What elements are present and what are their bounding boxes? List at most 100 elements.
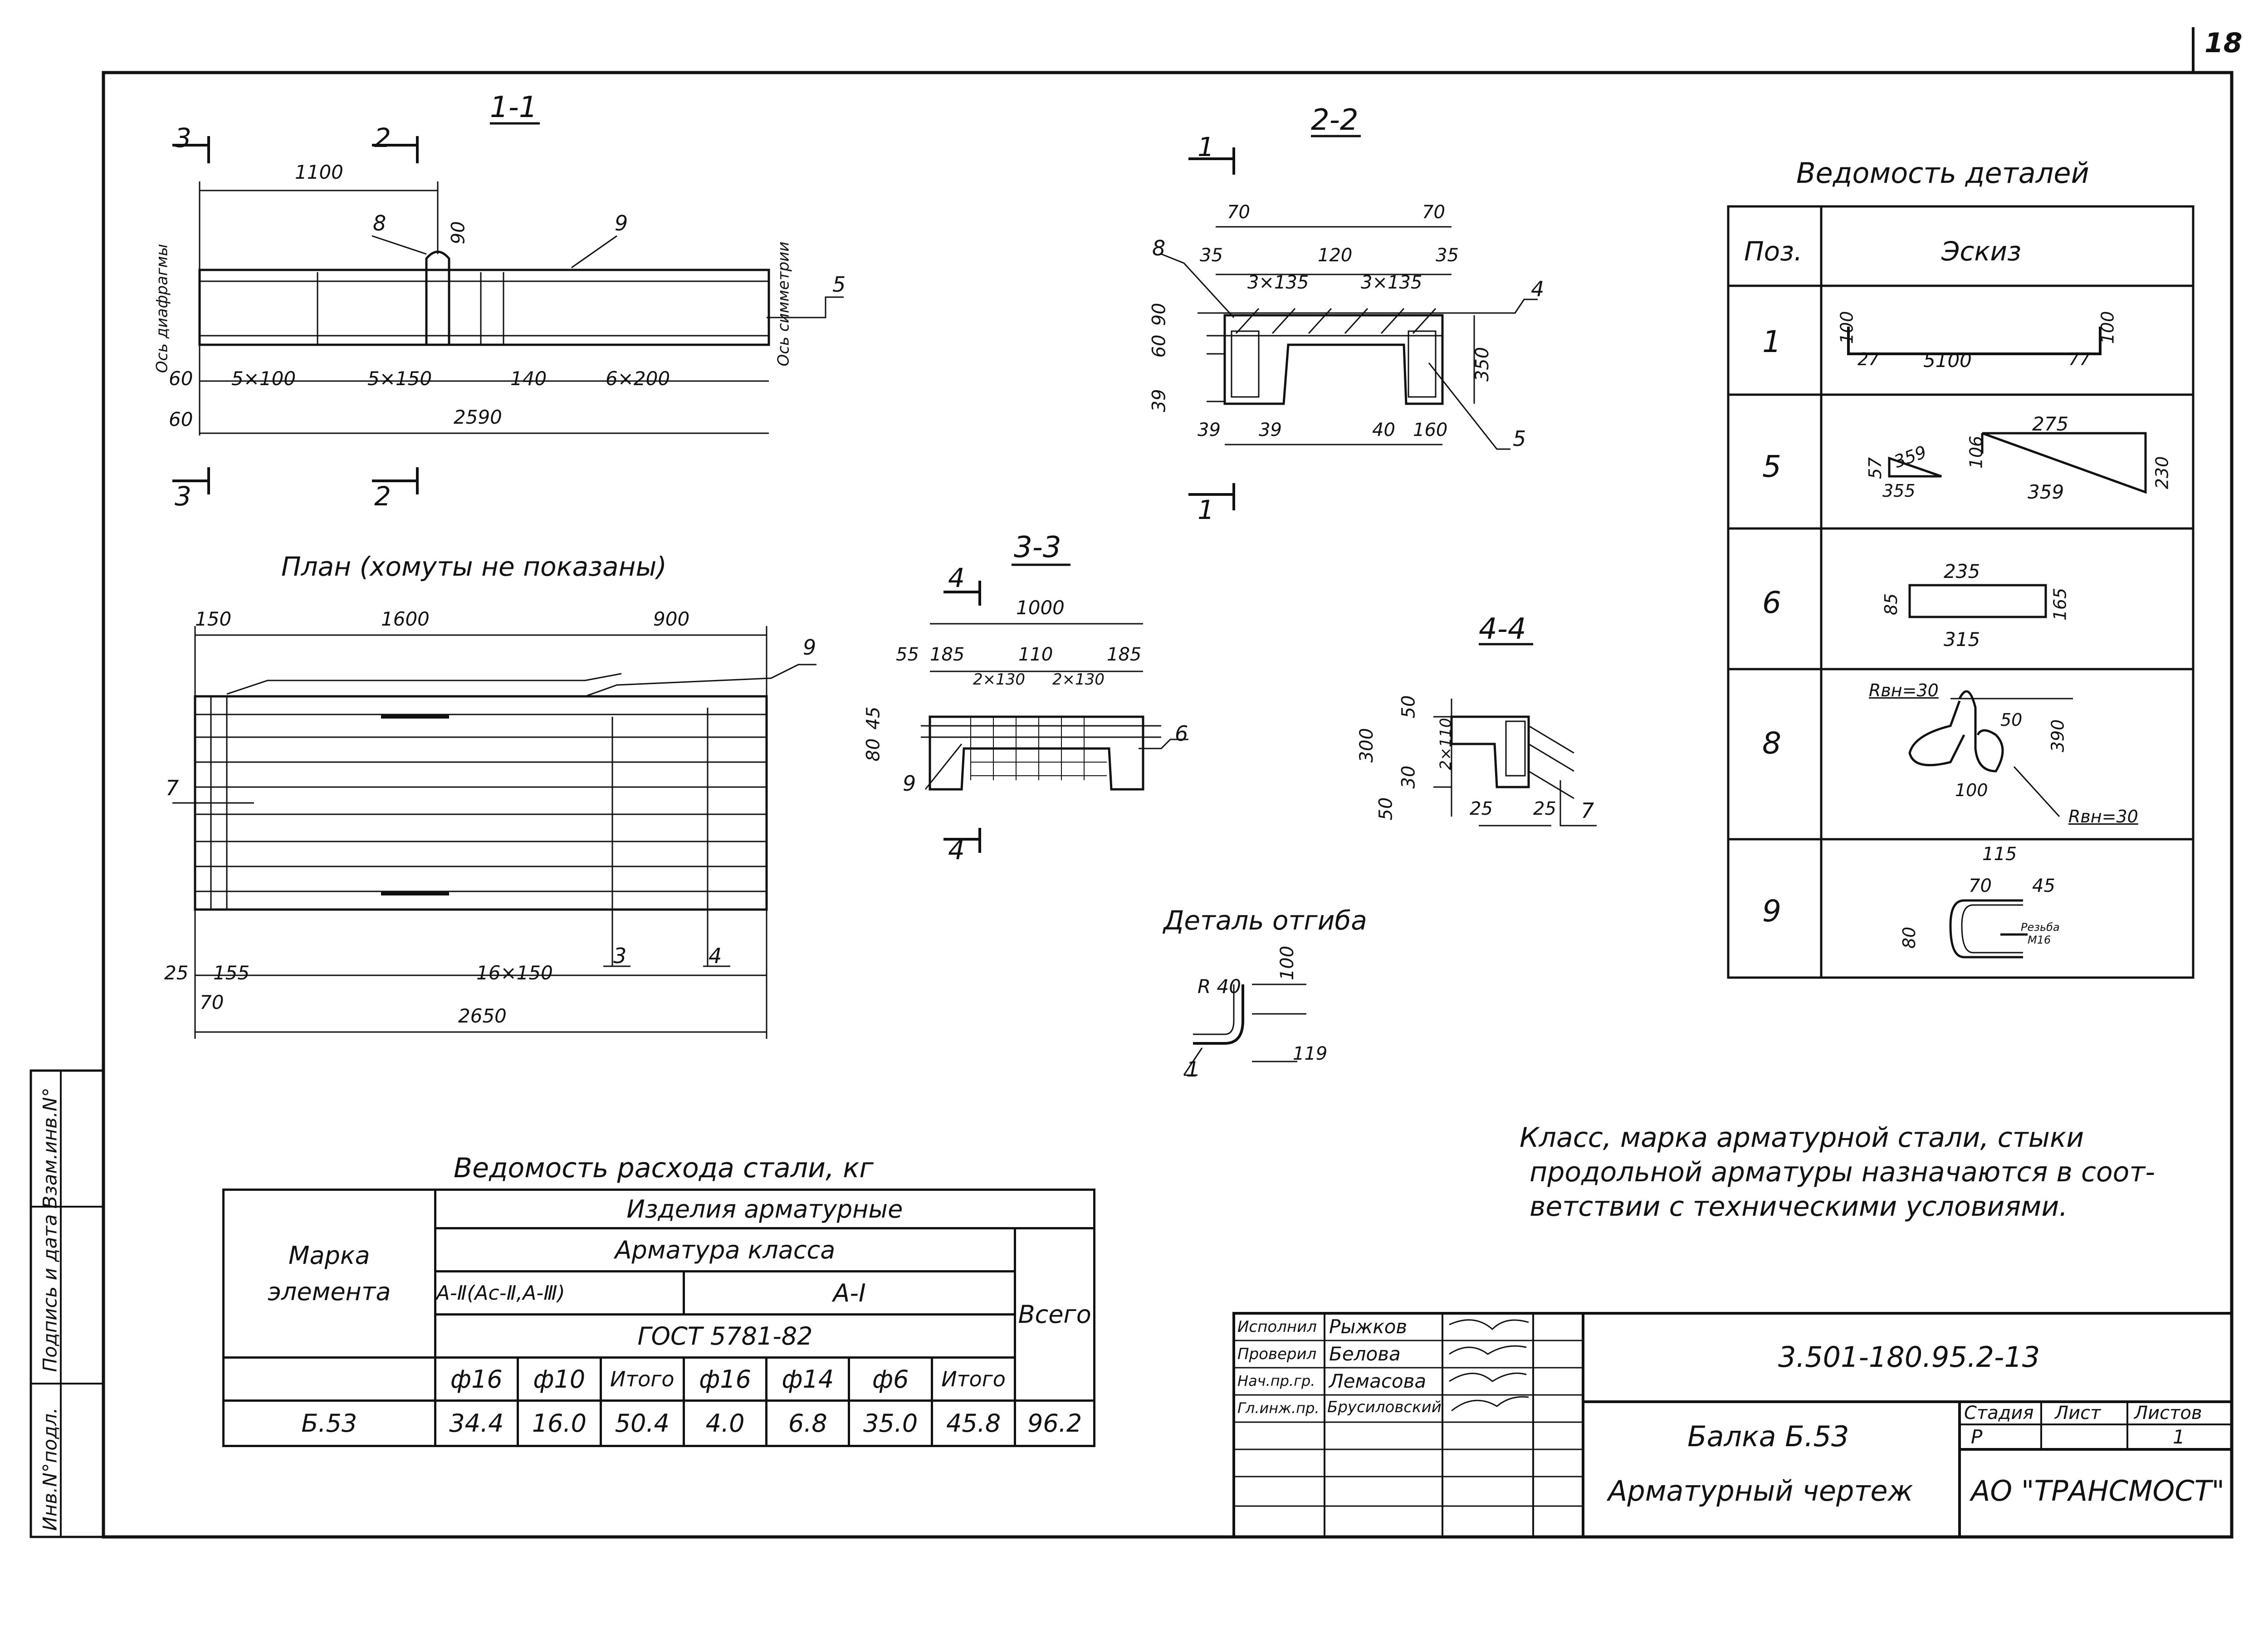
steel-col: ф16	[682, 1356, 768, 1402]
leader-label: 1	[1186, 1057, 1200, 1081]
leader-label: 8	[1152, 236, 1166, 260]
leader-label: 4	[709, 944, 722, 968]
section-1-1-title: 1-1	[490, 91, 538, 124]
detail-pos: 5	[1762, 449, 1781, 484]
dim-label: 3×135	[1361, 272, 1422, 293]
cut-label: 2	[374, 481, 391, 512]
steel-row-mark: Б.53	[222, 1399, 436, 1447]
steel-col: ф6	[848, 1356, 933, 1402]
sheet-number: 18	[2204, 27, 2243, 59]
leader-label: 9	[615, 211, 628, 235]
cut-label: 4	[948, 563, 965, 593]
stamp-name: Белова	[1329, 1343, 1401, 1365]
details-title: Ведомость деталей	[1796, 157, 2089, 190]
leader-label: 4	[1531, 277, 1545, 301]
section-3-3-title: 3-3	[1014, 531, 1061, 564]
detail-pos: 9	[1762, 894, 1781, 929]
dim-label: 40	[1372, 420, 1395, 440]
dim-label: 155	[213, 962, 250, 984]
leader-label: 7	[1581, 798, 1594, 823]
steel-group-header: Изделия арматурные	[434, 1189, 1096, 1229]
dim-label: 2650	[458, 1005, 507, 1027]
note: Класс, марка арматурной стали, стыки про…	[1520, 1120, 2155, 1224]
dim-label: 77	[2068, 349, 2091, 369]
sheets-header: Листов	[2134, 1403, 2202, 1424]
dim-label: 185	[1107, 644, 1142, 665]
dim-label: 25	[1470, 798, 1493, 819]
leader-label: 7	[166, 776, 179, 800]
dim-label: 2590	[454, 406, 502, 428]
stage-header: Стадия	[1964, 1403, 2034, 1424]
steel-total: 96.2	[1014, 1399, 1095, 1447]
dim-label: 3×135	[1247, 272, 1309, 293]
stage-value: Р	[1971, 1426, 1983, 1448]
note-line: ветствии с техническими условиями.	[1530, 1191, 2068, 1223]
doc-code: 3.501-180.95.2-13	[1778, 1340, 2040, 1374]
steel-col: ф16	[434, 1356, 519, 1402]
dim-label: 355	[1882, 481, 1916, 501]
dim-label: Rвн=30	[2068, 807, 2138, 827]
steel-col: ф10	[517, 1356, 602, 1402]
dim-label: 1600	[381, 608, 430, 630]
sheets-value: 1	[2173, 1426, 2185, 1448]
leader-label: 3	[613, 944, 627, 968]
cut-label: 1	[1198, 494, 1214, 525]
dim-label: 160	[1413, 420, 1448, 440]
stamp-role: Проверил	[1237, 1345, 1317, 1363]
bend-title: Деталь отгиба	[1163, 905, 1367, 936]
dim-label: 6×200	[606, 367, 670, 390]
steel-col: Итого	[930, 1356, 1017, 1402]
stamp-role: Исполнил	[1237, 1318, 1317, 1336]
dim-label: М16	[2028, 934, 2051, 946]
dim-label: 39	[1198, 420, 1221, 440]
steel-col: Итого	[599, 1356, 685, 1402]
dim-label: 25	[1533, 798, 1556, 819]
dim-label: 2×130	[1052, 670, 1105, 689]
dim-label: 45	[2032, 876, 2055, 896]
section-4-4-title: 4-4	[1479, 612, 1526, 646]
cut-label: 1	[1198, 132, 1214, 162]
stamp-role: Нач.пр.гр.	[1237, 1372, 1315, 1389]
note-line: Класс, марка арматурной стали, стыки	[1520, 1122, 2084, 1154]
leader-label: 6	[1175, 721, 1188, 746]
cut-label: 3	[175, 481, 191, 512]
dim-label: Резьба	[2021, 921, 2060, 934]
steel-title: Ведомость расхода стали, кг	[454, 1152, 874, 1184]
dim-label: 5×100	[231, 367, 296, 390]
dim-label: 100	[1955, 780, 1988, 800]
steel-class-a1: А-Ⅰ	[682, 1270, 1017, 1316]
dim-label: 35	[1436, 245, 1459, 266]
steel-mark-header: Марка элемента	[222, 1189, 436, 1359]
detail-pos: 8	[1762, 726, 1781, 761]
dim-label: 235	[1944, 560, 1980, 582]
leader-label: 5	[832, 272, 846, 297]
dim-label: 60	[169, 367, 193, 390]
dim-label: 359	[2028, 481, 2064, 503]
dim-label: 150	[195, 608, 232, 630]
cut-label: 2	[374, 122, 391, 153]
steel-col: ф14	[765, 1356, 850, 1402]
stamp-name: Рыжков	[1329, 1316, 1408, 1338]
dim-label: 900	[653, 608, 690, 630]
stamp-role: Гл.инж.пр.	[1237, 1399, 1320, 1417]
dim-label: 27	[1857, 349, 1880, 369]
cut-label: 4	[948, 835, 965, 866]
steel-class-a2: А-Ⅱ(Ас-Ⅱ,А-Ⅲ)	[434, 1270, 685, 1316]
dim-label: 140	[510, 367, 547, 390]
dim-label: 70	[1422, 202, 1445, 223]
details-header-pos: Поз.	[1744, 236, 1803, 267]
dim-label: 70	[1227, 202, 1250, 223]
dim-label: 5100	[1923, 349, 1972, 372]
leader-label: 9	[803, 635, 816, 660]
dim-label: 120	[1318, 245, 1353, 266]
dim-label: 5×150	[367, 367, 432, 390]
steel-table: Марка элемента Изделия арматурные Армату…	[222, 1189, 1096, 1447]
